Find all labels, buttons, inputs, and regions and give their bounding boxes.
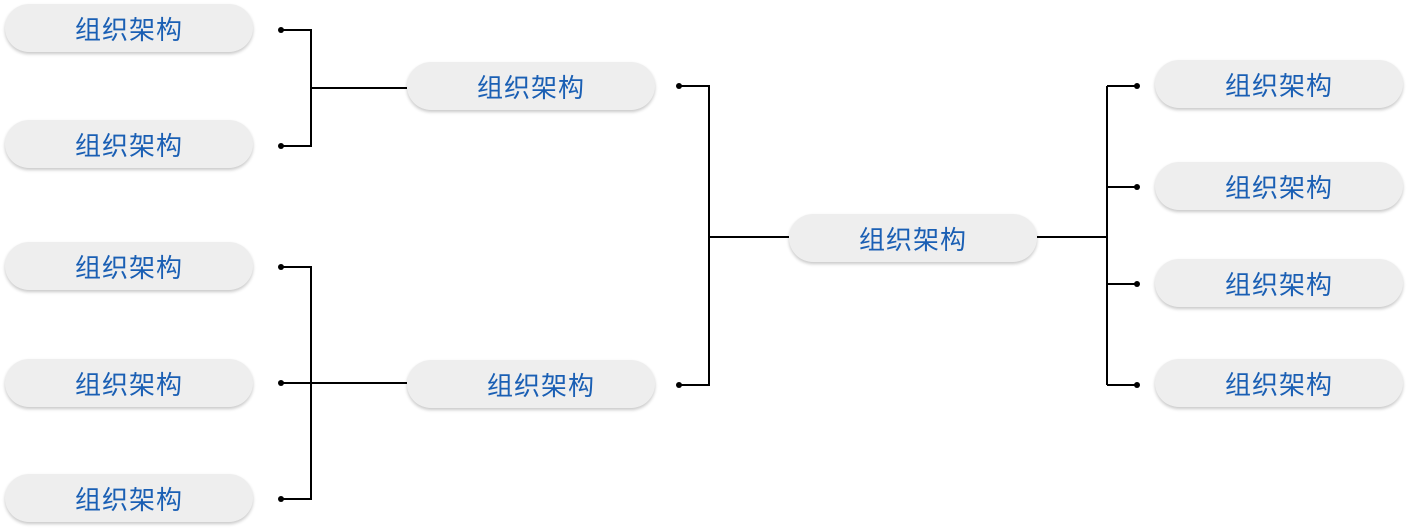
org-node-label: 组织架构 <box>74 370 183 401</box>
org-node-label: 组织架构 <box>858 225 967 256</box>
org-node-label: 组织架构 <box>476 73 585 104</box>
org-node-center[interactable]: 组织架构 <box>789 214 1037 262</box>
connector-dot <box>1134 281 1140 287</box>
org-node-label: 组织架构 <box>1224 270 1333 301</box>
org-node-label: 组织架构 <box>74 485 183 516</box>
org-node-mid-1[interactable]: 组织架构 <box>407 62 655 110</box>
org-node-label: 组织架构 <box>74 131 183 162</box>
connector-dot <box>278 380 284 386</box>
connector-dot <box>676 83 682 89</box>
org-node-right-4[interactable]: 组织架构 <box>1155 359 1403 407</box>
org-node-label: 组织架构 <box>1224 173 1333 204</box>
org-node-right-2[interactable]: 组织架构 <box>1155 162 1403 210</box>
connector-dot <box>278 143 284 149</box>
org-node-label: 组织架构 <box>486 371 595 402</box>
org-node-label: 组织架构 <box>1224 71 1333 102</box>
org-node-left-5[interactable]: 组织架构 <box>5 474 253 522</box>
connector-dot <box>1134 382 1140 388</box>
org-node-right-3[interactable]: 组织架构 <box>1155 259 1403 307</box>
connector-dot <box>278 27 284 33</box>
org-node-right-1[interactable]: 组织架构 <box>1155 60 1403 108</box>
org-node-label: 组织架构 <box>74 253 183 284</box>
connector-dot <box>1134 184 1140 190</box>
org-node-left-2[interactable]: 组织架构 <box>5 120 253 168</box>
connector-dot <box>278 264 284 270</box>
org-node-label: 组织架构 <box>1224 370 1333 401</box>
org-node-left-1[interactable]: 组织架构 <box>5 4 253 52</box>
connector-bracket-left-top <box>281 29 312 147</box>
org-node-left-3[interactable]: 组织架构 <box>5 242 253 290</box>
org-node-left-4[interactable]: 组织架构 <box>5 359 253 407</box>
connector-bracket-middle <box>679 85 710 386</box>
connector-dot <box>676 382 682 388</box>
org-node-mid-2[interactable]: 组织架构 <box>407 360 655 408</box>
connector-dot <box>278 496 284 502</box>
connector-dot <box>1134 83 1140 89</box>
org-node-label: 组织架构 <box>74 15 183 46</box>
